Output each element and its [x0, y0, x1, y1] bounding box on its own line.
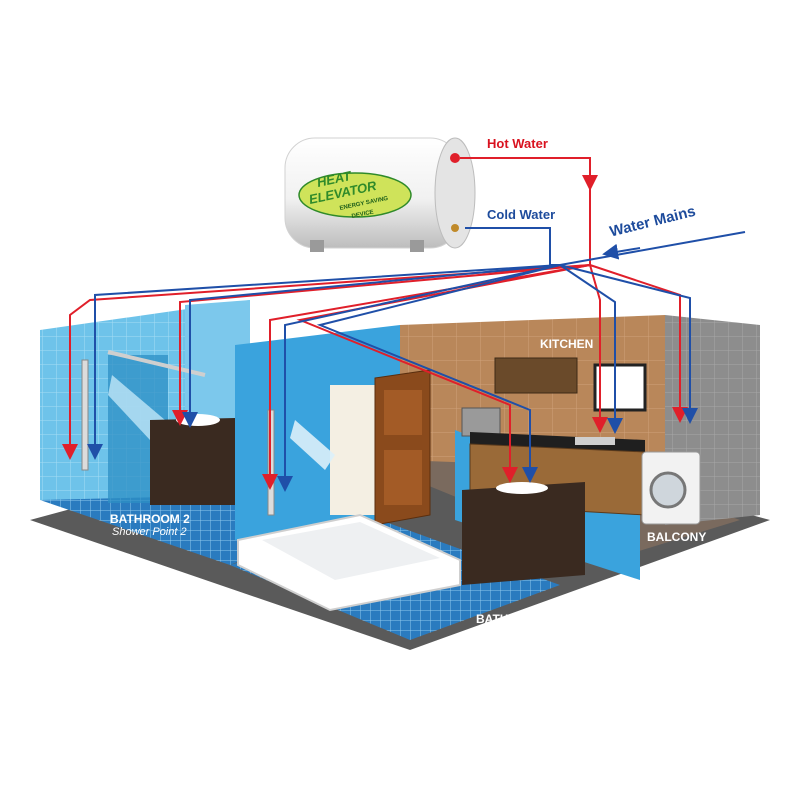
- door-panel-bottom: [384, 450, 422, 505]
- kitchen-label: KITCHEN: [540, 337, 594, 351]
- basin-1: [496, 482, 548, 494]
- hot-outlet-valve: [450, 153, 460, 163]
- heater-logo-badge: [298, 172, 412, 218]
- washing-machine-door: [649, 471, 687, 509]
- bathroom1-label: BATHROOM 1: [476, 612, 556, 626]
- door-panel-top: [384, 390, 422, 435]
- shower-spray-1: [290, 420, 335, 470]
- shower-rail: [107, 350, 206, 377]
- water-heater-tank: HEAT ELEVATOR ENERGY SAVING DEVICE: [284, 137, 476, 252]
- vanity-cabinet-1: [462, 482, 585, 585]
- bathroom2-sub-label: Shower Point 2: [112, 526, 187, 538]
- bathroom2-label: BATHROOM 2: [110, 512, 190, 526]
- brand-line1: HEAT: [316, 168, 354, 190]
- shower-bar-2: [81, 359, 89, 471]
- vanity-cabinet-2: [150, 418, 235, 505]
- cold-water-pipes: [87, 227, 746, 492]
- bathtub-inner: [262, 522, 440, 580]
- upper-cabinet: [494, 357, 578, 394]
- basin-2: [176, 414, 220, 426]
- tagline-line2: DEVICE: [351, 209, 374, 220]
- bathroom1-sub-label: Shower Point 1: [473, 626, 548, 638]
- balcony-label: BALCONY: [647, 530, 707, 544]
- cold-inlet-valve: [451, 224, 459, 232]
- window: [593, 363, 647, 412]
- hot-water-label: Hot Water: [487, 136, 548, 151]
- cold-water-label: Cold Water: [487, 207, 556, 222]
- kitchen-sink: [575, 437, 615, 445]
- doorway: [330, 385, 375, 515]
- microwave: [461, 407, 501, 437]
- kitchen-counter: [470, 432, 645, 452]
